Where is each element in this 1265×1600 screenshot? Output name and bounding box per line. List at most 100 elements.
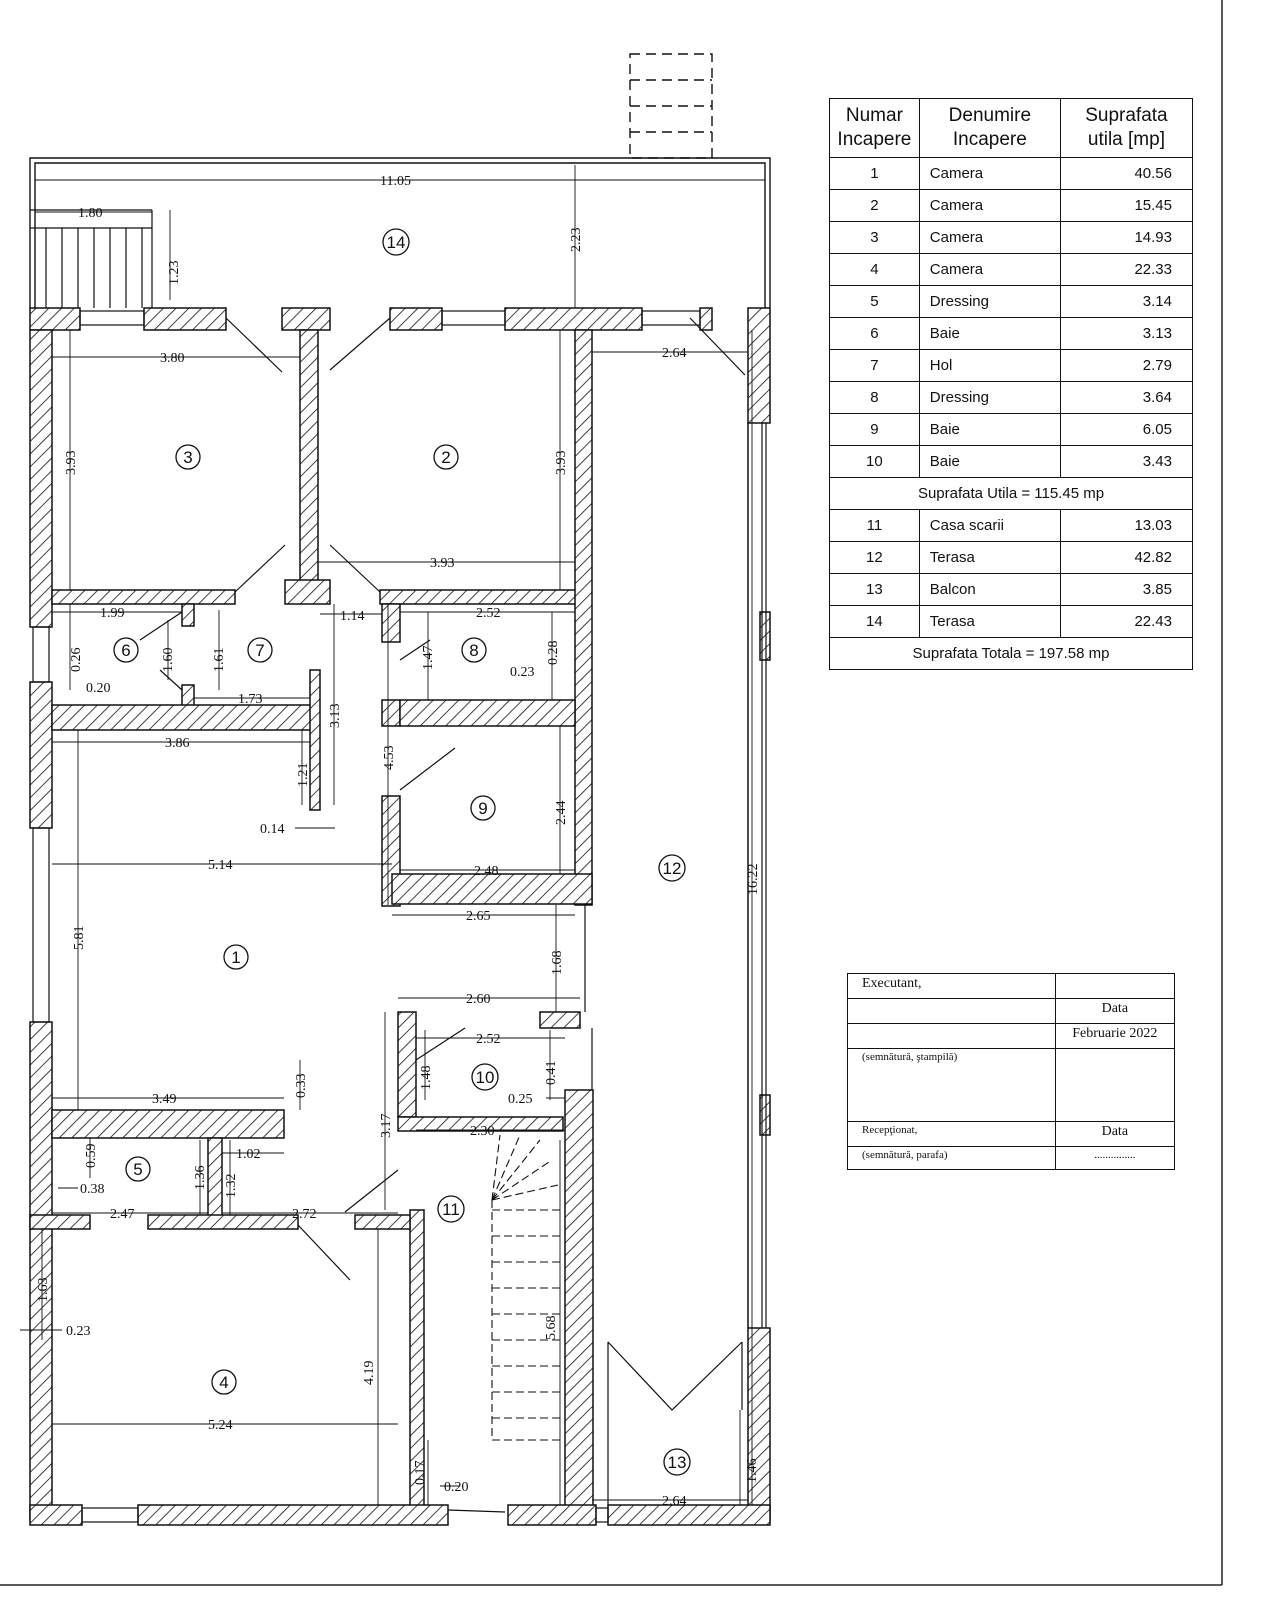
cell-number: 5 bbox=[829, 285, 920, 318]
cell-name: Casa scarii bbox=[918, 509, 1061, 542]
dim-label: 3.17 bbox=[379, 1114, 394, 1139]
dim-label: 3.93 bbox=[64, 451, 79, 476]
dimension-lines bbox=[20, 165, 765, 1505]
room-number: 11 bbox=[442, 1200, 460, 1219]
room-number: 3 bbox=[183, 448, 192, 467]
cell-number: 12 bbox=[829, 541, 920, 574]
cell-name: Terasa bbox=[918, 605, 1061, 638]
room-number: 5 bbox=[133, 1160, 142, 1179]
dim-label: 2.23 bbox=[569, 228, 584, 253]
cell-area: 3.14 bbox=[1059, 285, 1194, 318]
cell-number: 10 bbox=[829, 445, 920, 478]
sign-parafa-label: (semnătură, parafa) bbox=[847, 1146, 1056, 1170]
sign-stamp-label: (semnătură, ştampilă) bbox=[847, 1048, 1056, 1122]
dim-label: 1.80 bbox=[78, 206, 103, 221]
empty-cell bbox=[847, 998, 1056, 1024]
cell-area: 3.64 bbox=[1059, 381, 1194, 414]
cell-name: Camera bbox=[918, 189, 1061, 222]
cell-number: 6 bbox=[829, 317, 920, 350]
dim-label: 2.44 bbox=[554, 801, 569, 826]
data-label-2: Data bbox=[1054, 1121, 1176, 1147]
dim-label: 0.20 bbox=[86, 681, 111, 696]
date-dots: ............... bbox=[1054, 1146, 1176, 1170]
cell-name: Baie bbox=[918, 445, 1061, 478]
dim-label: 3.93 bbox=[554, 451, 569, 476]
dim-label: 5.14 bbox=[208, 858, 233, 873]
signature-block: Executant, Data Februarie 2022 (semnătur… bbox=[847, 973, 1176, 1170]
dim-label: 0.20 bbox=[444, 1480, 469, 1495]
cell-name: Terasa bbox=[918, 541, 1061, 574]
chimney-dashed bbox=[629, 53, 713, 159]
room-markers bbox=[113, 228, 691, 1476]
cell-name: Hol bbox=[918, 349, 1061, 382]
receptionat-label: Recepţionat, bbox=[847, 1121, 1056, 1147]
dim-label: 1.36 bbox=[193, 1166, 208, 1191]
room-number: 8 bbox=[469, 641, 478, 660]
door-swings bbox=[139, 317, 746, 1513]
cell-name: Camera bbox=[918, 253, 1061, 286]
dim-label: 0.17 bbox=[413, 1461, 428, 1486]
dim-label: 5.68 bbox=[544, 1316, 559, 1341]
dim-label: 1.63 bbox=[36, 1278, 51, 1303]
room-number: 14 bbox=[387, 233, 406, 252]
cell-number: 4 bbox=[829, 253, 920, 286]
room-number: 10 bbox=[476, 1068, 495, 1087]
grand-total-row: Suprafata Totala = 197.58 mp bbox=[829, 637, 1193, 670]
dim-label: 0.41 bbox=[544, 1061, 559, 1086]
dim-label: 1.68 bbox=[550, 951, 565, 976]
dim-label: 11.05 bbox=[380, 174, 411, 189]
windows bbox=[32, 310, 767, 1523]
walls bbox=[29, 307, 771, 1526]
cell-number: 7 bbox=[829, 349, 920, 382]
terrace-outline bbox=[29, 157, 771, 308]
dim-label: 2.48 bbox=[474, 864, 499, 879]
cell-number: 8 bbox=[829, 381, 920, 414]
executant-empty-cell bbox=[1054, 973, 1176, 999]
dim-label: 0.38 bbox=[80, 1182, 105, 1197]
cell-number: 2 bbox=[829, 189, 920, 222]
dim-label: 3.86 bbox=[165, 736, 190, 751]
dim-label: 4.19 bbox=[362, 1361, 377, 1386]
dim-label: 0.14 bbox=[260, 822, 285, 837]
cell-name: Dressing bbox=[918, 381, 1061, 414]
dim-label: 1.73 bbox=[238, 692, 263, 707]
dim-label: 0.28 bbox=[546, 641, 561, 666]
dimension-labels: 11.05 1.80 1.23 2.23 3.80 2.64 3.93 3.93… bbox=[36, 174, 761, 1509]
grand-total: Suprafata Totala = 197.58 mp bbox=[829, 637, 1193, 670]
dim-label: 16.22 bbox=[746, 864, 761, 896]
dim-label: 2.52 bbox=[476, 1032, 501, 1047]
room-number: 1 bbox=[231, 948, 240, 967]
cell-area: 6.05 bbox=[1059, 413, 1194, 446]
dim-label: 3.80 bbox=[160, 351, 185, 366]
cell-number: 14 bbox=[829, 605, 920, 638]
cell-area: 13.03 bbox=[1059, 509, 1194, 542]
cell-number: 3 bbox=[829, 221, 920, 254]
cell-number: 11 bbox=[829, 509, 920, 542]
exterior-stairs bbox=[30, 209, 153, 308]
dim-label: 3.13 bbox=[328, 704, 343, 729]
dim-label: 2.64 bbox=[662, 346, 687, 361]
dim-label: 2.47 bbox=[110, 1207, 135, 1222]
cell-area: 2.79 bbox=[1059, 349, 1194, 382]
cell-area: 22.43 bbox=[1059, 605, 1194, 638]
dim-label: 5.81 bbox=[72, 926, 87, 951]
executant-label: Executant, bbox=[847, 973, 1056, 999]
room-number-labels: 1 2 3 4 5 6 7 8 9 10 11 12 13 14 bbox=[121, 233, 686, 1472]
room-number: 7 bbox=[255, 641, 264, 660]
cell-number: 1 bbox=[829, 157, 920, 190]
empty-cell bbox=[847, 1023, 1056, 1049]
data-label: Data bbox=[1054, 998, 1176, 1024]
dim-label: 2.60 bbox=[466, 992, 491, 1007]
dim-label: 1.46 bbox=[745, 1459, 760, 1484]
dim-label: 3.49 bbox=[152, 1092, 177, 1107]
